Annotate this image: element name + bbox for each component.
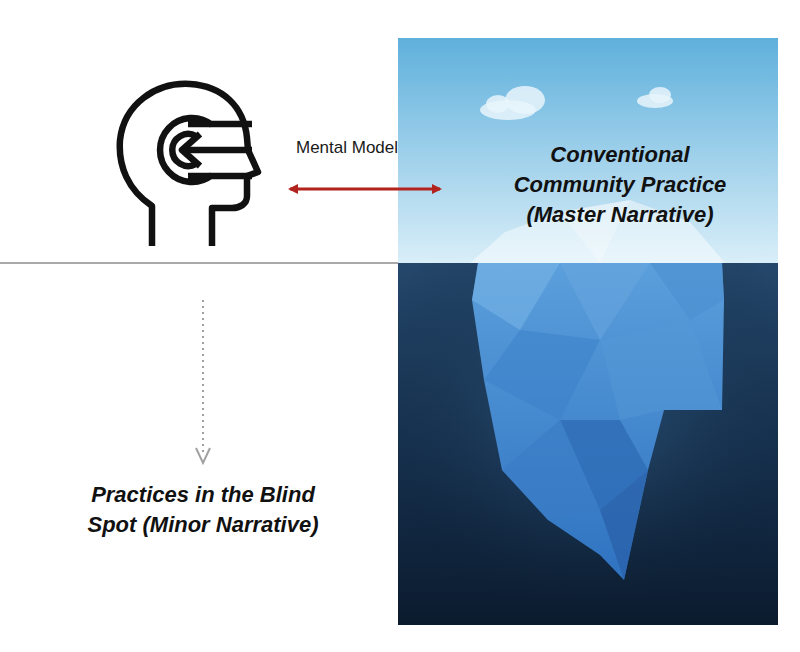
dotted-arrow (202, 300, 204, 452)
arrow-label: Mental Model (296, 138, 446, 158)
head-icon (120, 84, 258, 246)
iceberg-picture (398, 38, 778, 625)
double-arrow (290, 188, 440, 191)
water-line (0, 262, 398, 263)
picture-panel: Conventional Community Practice (Master … (398, 38, 778, 625)
panel-title: Conventional Community Practice (Master … (490, 140, 750, 230)
arrow-head (196, 448, 210, 463)
caption-text: Practices in the Blind Spot (Minor Narra… (86, 480, 320, 540)
